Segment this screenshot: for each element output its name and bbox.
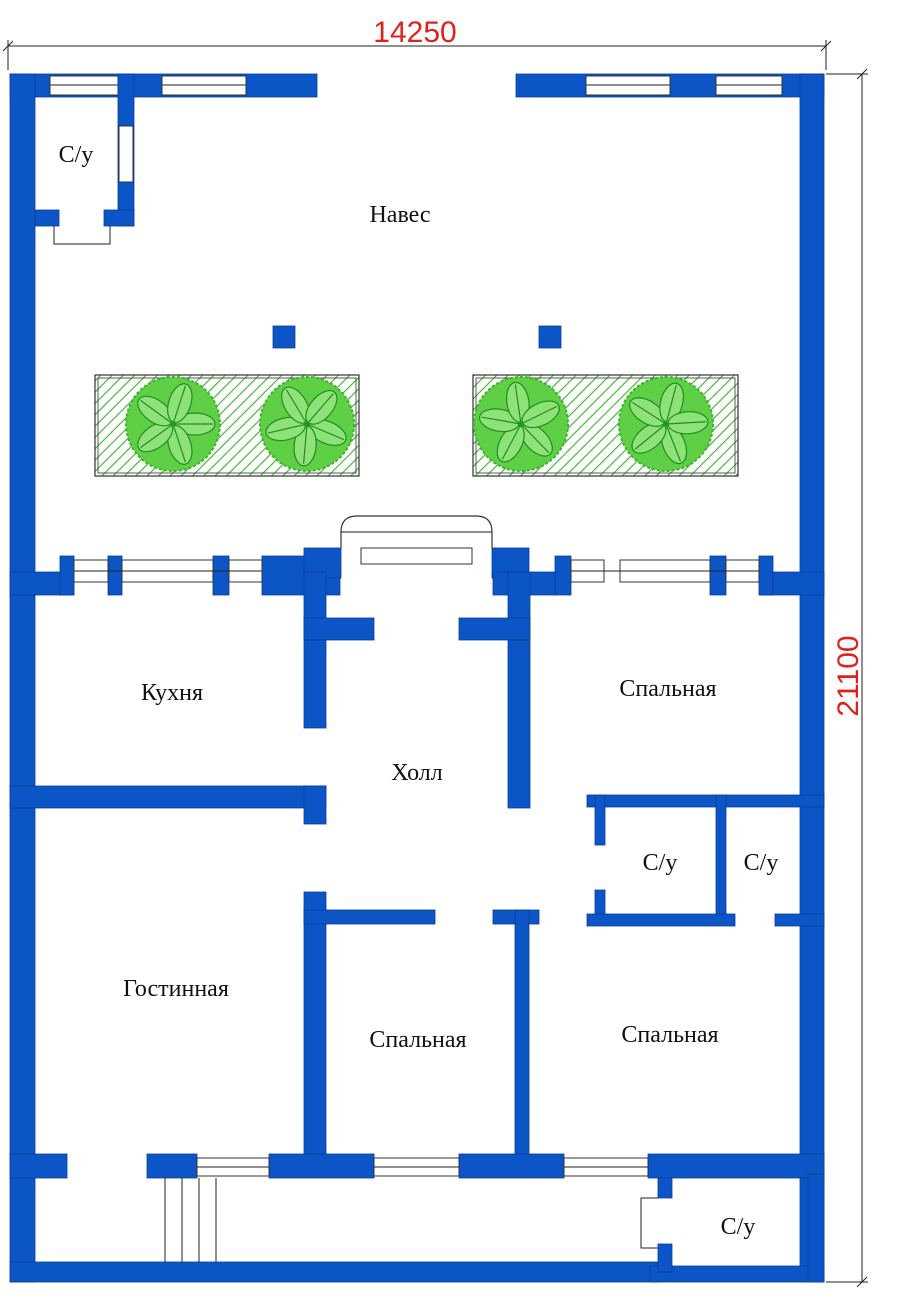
tree-icon	[259, 376, 355, 472]
room-label-wc-mid-1: С/у	[643, 850, 678, 876]
column-right	[538, 325, 562, 349]
tree-icon	[618, 376, 714, 472]
wc-top-left-walls	[34, 73, 135, 245]
height-dimension-label: 21100	[832, 635, 865, 716]
bottom-inner-wall	[9, 1153, 825, 1179]
room-label-hall: Холл	[391, 760, 442, 786]
kitchen-living-wall-end	[303, 785, 327, 825]
room-label-wc-mid-2: С/у	[744, 850, 779, 876]
room-label-living-room: Гостинная	[123, 976, 229, 1002]
width-dimension-label: 14250	[373, 16, 456, 49]
wc-bottom-right-walls	[640, 1173, 825, 1283]
column-left	[272, 325, 296, 349]
room-label-bedroom-center: Спальная	[369, 1027, 466, 1053]
room-label-bedroom-right-bottom: Спальная	[621, 1022, 718, 1048]
dimension-right: 21100	[826, 68, 868, 1288]
kitchen-living-wall	[9, 785, 327, 809]
dimension-top: 14250	[2, 16, 832, 70]
trees	[125, 376, 714, 472]
tree-icon	[473, 376, 569, 472]
tree-icon	[125, 376, 221, 472]
wc-block-walls	[586, 794, 825, 927]
room-label-canopy: Навес	[369, 202, 430, 228]
bedroom-walls	[303, 891, 540, 1163]
room-label-wc-top-left: С/у	[59, 142, 94, 168]
room-label-bedroom-right-top: Спальная	[619, 676, 716, 702]
hall-walls	[303, 571, 531, 809]
bottom-steps	[164, 1178, 217, 1262]
room-label-wc-bottom-right: С/у	[721, 1214, 756, 1240]
porch-step	[340, 515, 493, 565]
room-labels: Навес С/у Кухня Холл Спальная С/у С/у Го…	[59, 142, 779, 1240]
room-label-kitchen: Кухня	[141, 680, 203, 706]
top-windows	[49, 75, 783, 96]
